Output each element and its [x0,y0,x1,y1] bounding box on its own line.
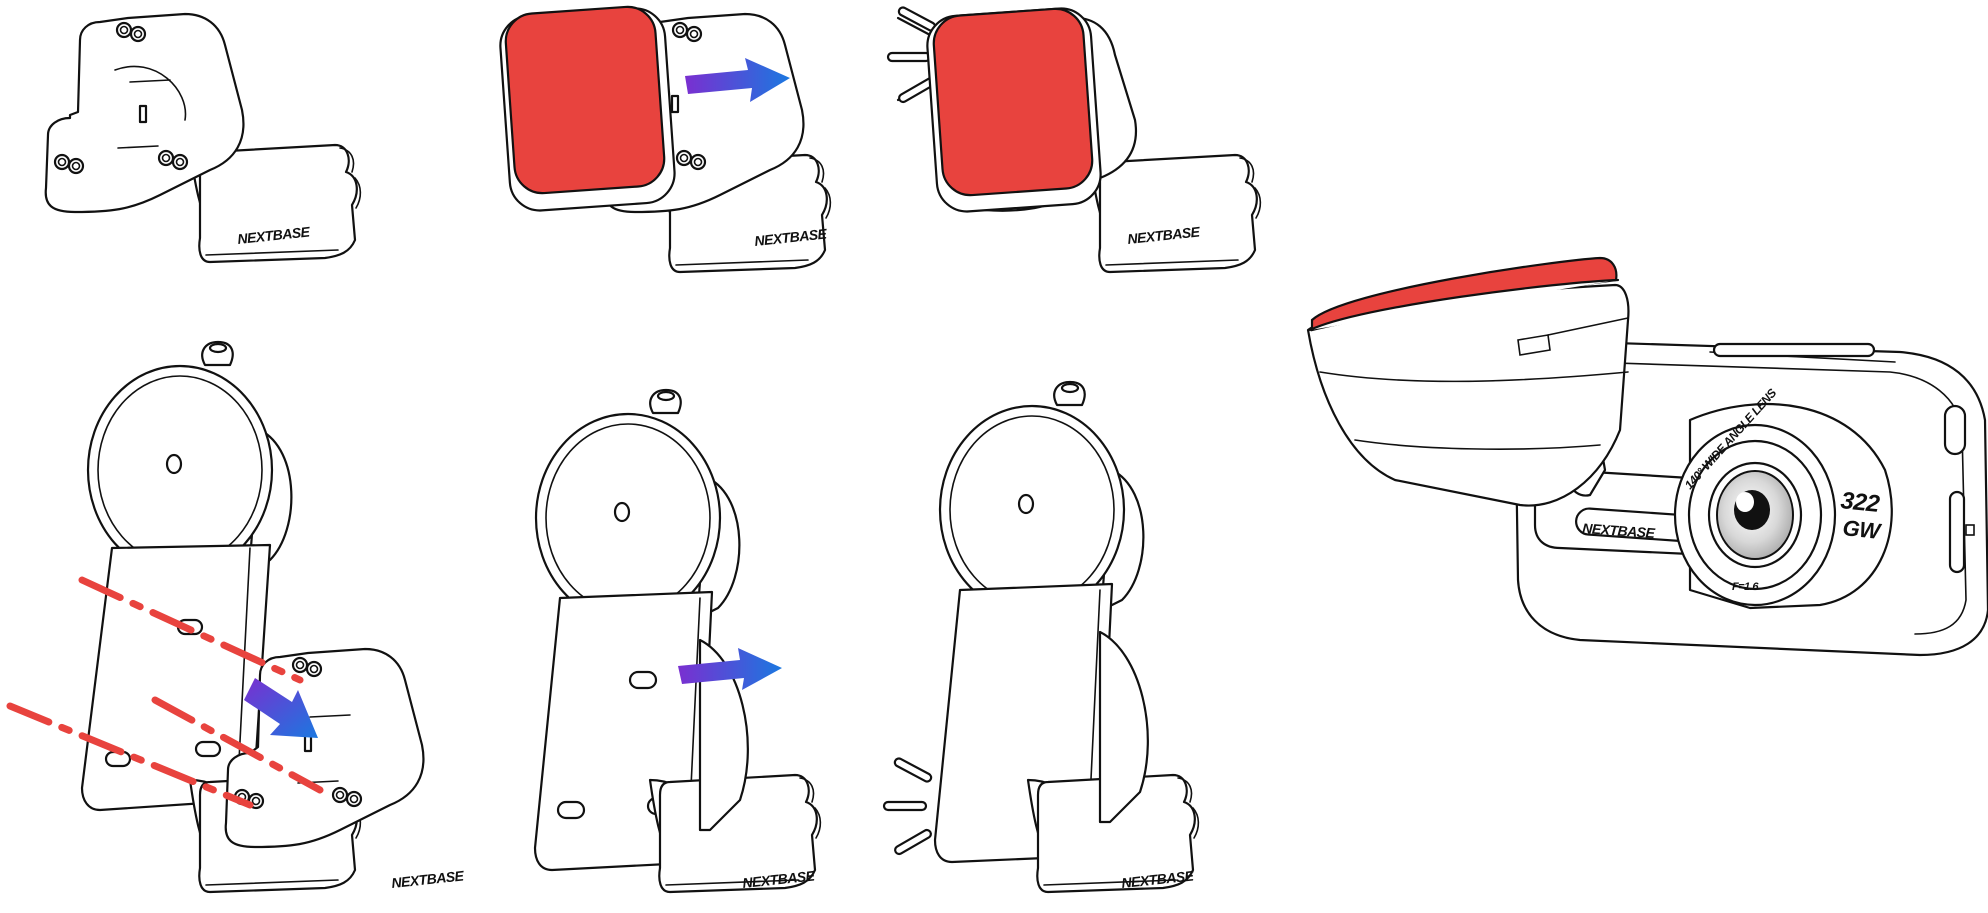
step-2-remove-liner: NEXTBASE [499,5,832,274]
guide-dashed-line [6,702,254,809]
step-6-assembled: NEXTBASE [882,380,1200,894]
brand-label: NEXTBASE [391,867,466,891]
step-1-bracket: NEXTBASE [44,12,362,264]
model-number-bottom: GW [1841,515,1883,544]
adhesive-pad [504,5,666,195]
brand-label: NEXTBASE [1582,520,1656,541]
aperture-label: F=1.6 [1732,581,1759,593]
brand-label: NEXTBASE [1121,867,1196,891]
brand-label: NEXTBASE [1127,223,1202,247]
model-number-top: 322 [1839,487,1881,518]
guide-dashed-line [151,696,324,794]
arrow-right-icon [678,648,782,690]
guide-dashed-line [78,576,304,684]
arrow-right-icon [244,678,318,738]
brand-label: NEXTBASE [742,867,817,891]
adhesive-pad [932,7,1094,197]
step-3-pad-exposed: NEXTBASE [886,6,1262,274]
brand-label: NEXTBASE [754,225,829,249]
step-5-slide-bracket: NEXTBASE [533,388,822,894]
arrow-right-icon [685,58,790,102]
dash-cam-with-mount: NEXTBASE 140° WIDE ANGLE LENS F=1.6 322 … [1306,256,1988,657]
brand-label: NEXTBASE [237,223,312,247]
motion-lines-icon [882,757,933,856]
step-4-attach-suction-mount: NEXTBASE [6,340,466,894]
